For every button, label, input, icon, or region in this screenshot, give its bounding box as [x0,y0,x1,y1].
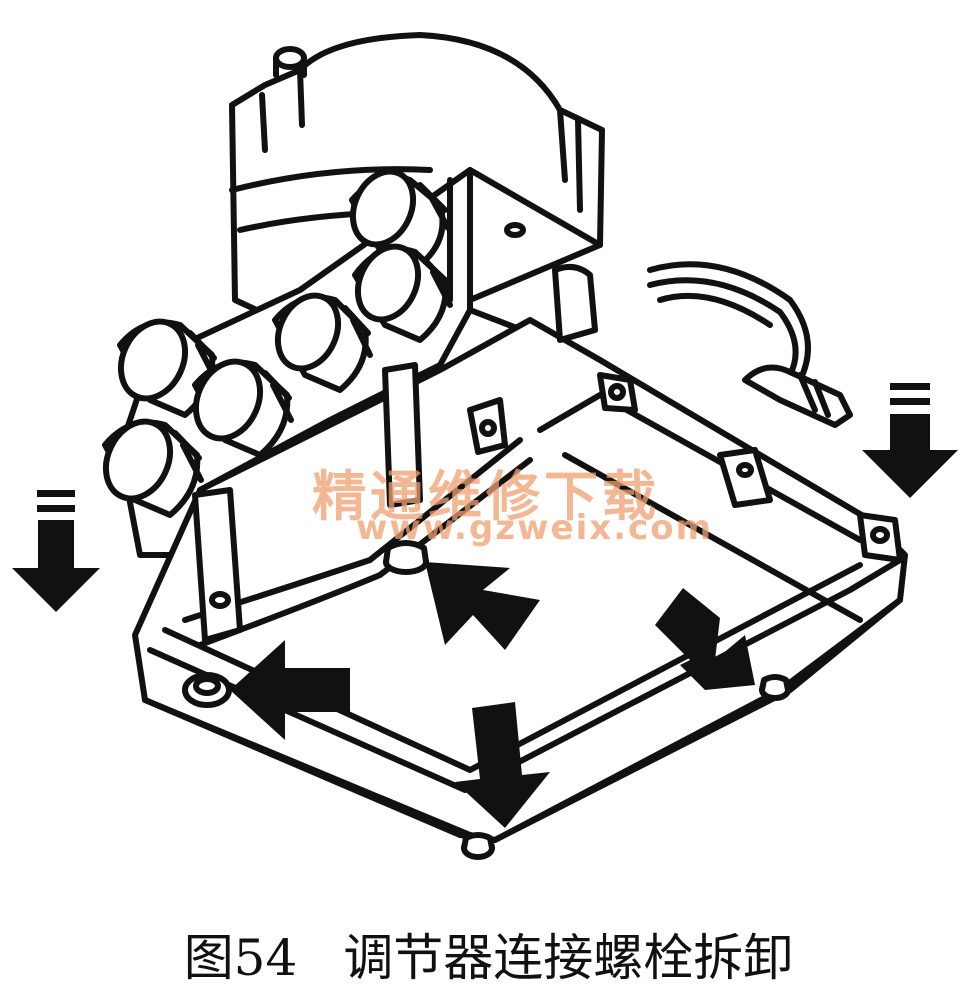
port-cap-3 [272,292,373,393]
arrow-left-down-small [12,490,100,612]
arrow-to-bolt-bottom [455,702,550,828]
arrow-to-bolt-right [655,588,755,690]
bolt-left [182,672,232,708]
bolts [182,540,791,860]
watermark-text: 精通维修下载 [312,465,660,528]
figure-title: 调节器连接螺栓拆卸 [343,929,794,987]
wiring-harness [647,261,853,428]
port-cap-2 [352,243,453,343]
port-cap-6 [102,418,204,518]
mounting-tabs [192,263,903,643]
brake-port-caps [102,168,453,518]
arrow-right-down-small [862,383,958,498]
arrows [12,383,958,828]
port-cap-4 [117,318,219,418]
port-cap-1 [349,168,451,268]
bolt-bottom [461,832,495,860]
watermark-url: www.gzweix.com [356,508,714,548]
figure-number: 图54 [183,929,298,987]
bolt-top [383,540,429,575]
figure-caption: 图54 调节器连接螺栓拆卸 [0,918,977,990]
arrow-to-bolt-top [425,562,540,650]
port-cap-5 [192,358,294,458]
arrow-to-bolt-left [230,640,350,740]
bolt-right [759,674,791,701]
